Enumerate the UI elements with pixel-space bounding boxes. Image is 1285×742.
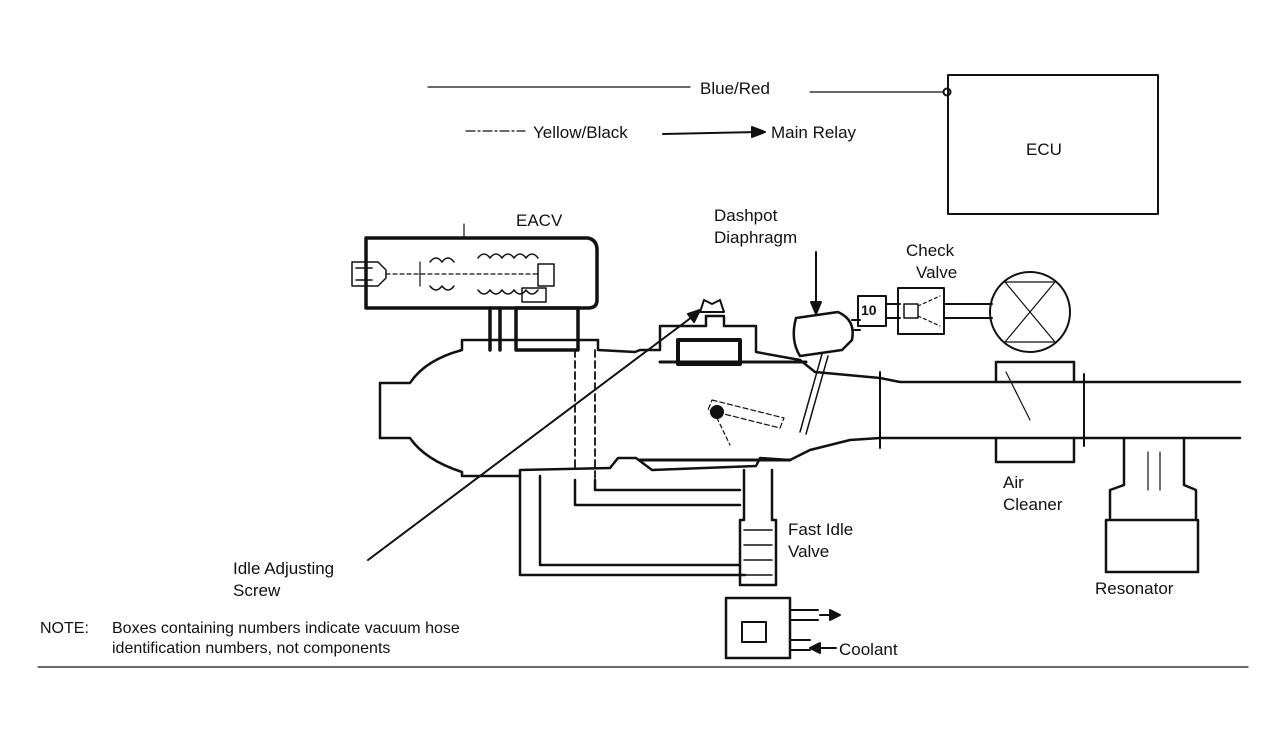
vacuum-canister (989, 271, 1071, 353)
eacv-outlet-block (521, 287, 547, 303)
check-valve-label: Valve (916, 263, 958, 282)
bypass-passage (574, 349, 596, 481)
eacv-spring-top (477, 253, 539, 259)
fast-idle-body (724, 596, 792, 660)
coolant-in-arrowhead (809, 642, 821, 654)
throttle-plate (707, 399, 785, 429)
dashpot-rod (799, 353, 823, 433)
coolant-pipe (789, 609, 819, 651)
note-line-1: Boxes containing numbers indicate vacuum… (112, 620, 460, 637)
eacv-plunger (351, 261, 387, 287)
fast-idle-spring (743, 529, 773, 576)
ecu-box (947, 74, 1159, 215)
hose-id-box (857, 295, 887, 327)
eacv-coil-left (429, 257, 455, 291)
bypass-hose (573, 478, 742, 507)
coolant-out-arrowhead (829, 609, 841, 621)
bypass-hose (518, 474, 747, 577)
canister-cross (1004, 281, 1056, 343)
idle-screw-pointer-head (687, 309, 701, 323)
dashpot-diaphragm (792, 310, 854, 358)
idle-adjusting-label: Idle Adjusting (233, 559, 335, 578)
eacv-label: EACV (516, 211, 563, 230)
ecu-label: ECU (1026, 140, 1062, 159)
air-cleaner (994, 360, 1076, 464)
eacv-leg-left (488, 306, 502, 352)
air-label: Air (1003, 473, 1024, 492)
canister-hose (943, 303, 993, 319)
resonator-neck (1108, 436, 1198, 520)
main-relay-label: Main Relay (771, 123, 857, 142)
resonator-neck-inner (1147, 451, 1161, 491)
eacv-valve-block (537, 263, 555, 287)
relay-arrowhead (751, 126, 766, 138)
yellow-black-label: Yellow/Black (533, 123, 628, 142)
dashpot-rod (805, 355, 829, 435)
idle-screw-pointer (367, 313, 697, 561)
eacv-leg-right (514, 306, 580, 352)
throttle-pivot (710, 405, 724, 419)
note-line-2: identification numbers, not components (112, 640, 391, 657)
blue-red-label: Blue/Red (700, 79, 770, 98)
resonator-label: Resonator (1095, 579, 1174, 598)
throttle-body-outline (378, 436, 1242, 478)
cleaner-label: Cleaner (1003, 495, 1063, 514)
note-prefix: NOTE: (40, 620, 89, 637)
fast-idle-valve-label: Valve (788, 542, 830, 561)
idle-port-chamber (676, 338, 742, 366)
resonator-body (1104, 518, 1200, 574)
screw-label: Screw (233, 581, 281, 600)
throttle-link (716, 417, 731, 446)
eacv-spring-bottom (477, 289, 539, 295)
dashpot-label: Dashpot (714, 206, 778, 225)
dashpot-pointer-head (810, 301, 822, 315)
check-valve-box (897, 287, 945, 335)
check-valve-flow (917, 295, 941, 327)
wax-element (741, 621, 767, 643)
check-label: Check (906, 241, 955, 260)
check-valve-element (903, 303, 919, 319)
fast-idle-label: Fast Idle (788, 520, 854, 539)
fast-idle-valve (738, 468, 778, 587)
coolant-label: Coolant (839, 640, 898, 659)
intake-clamp (879, 371, 1085, 449)
relay-arrow-line (662, 131, 759, 135)
air-cleaner-element (1005, 371, 1031, 421)
diaphragm-label: Diaphragm (714, 228, 798, 247)
hose-id-number: 10 (861, 302, 877, 318)
throttle-body-outline (378, 314, 1242, 385)
screw-head (699, 299, 725, 313)
eacv-housing (364, 236, 599, 310)
